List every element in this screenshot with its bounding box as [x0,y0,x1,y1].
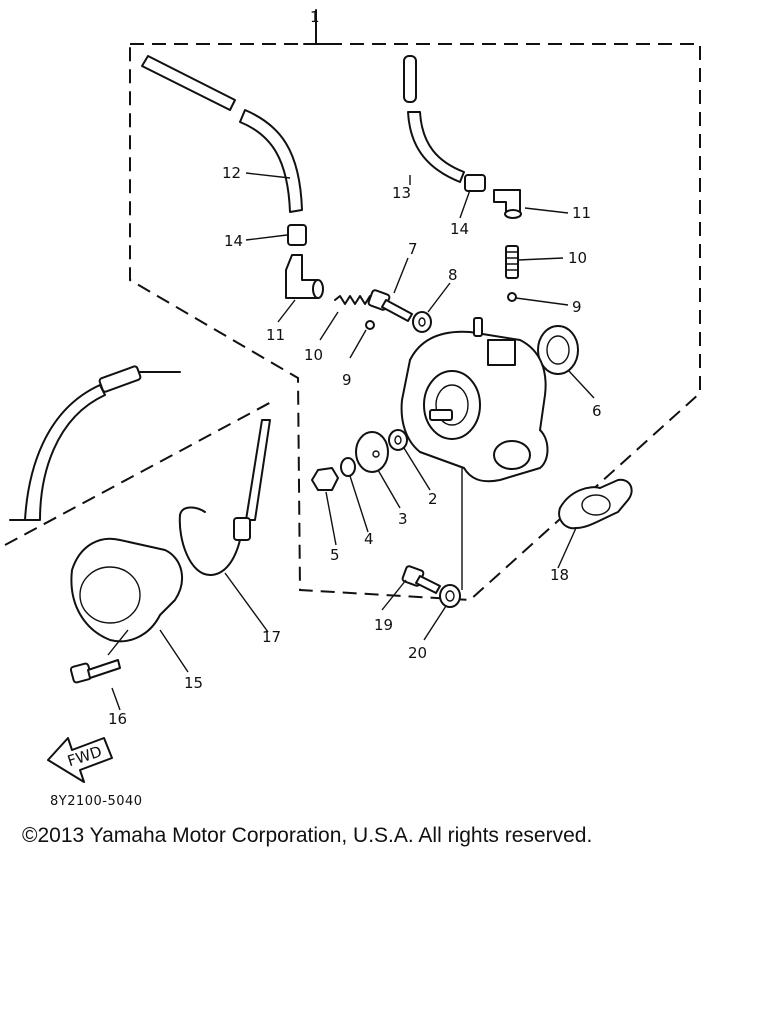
engine-boundary-line [4,399,276,546]
callout-5: 5 [330,546,340,564]
elbow-fitting-11-left [285,254,324,299]
leader-lines [107,172,595,711]
ball-9-left [365,320,375,330]
plate-3 [355,431,389,473]
callout-1: 1 [310,8,320,26]
callout-10-left: 10 [304,346,323,364]
clamp-14-right [464,174,486,192]
bolt-7 [367,289,413,322]
callout-18: 18 [550,566,569,584]
assembly-boundary [129,9,701,602]
copyright-notice: ©2013 Yamaha Motor Corporation, U.S.A. A… [22,824,593,847]
clamp-14-left [287,224,307,246]
elbow-fitting-11-right [493,189,522,219]
callout-11-right: 11 [572,204,591,222]
oil-pump-body [400,317,549,483]
callout-20: 20 [408,644,427,662]
callout-14-right: 14 [450,220,469,238]
hose-12 [141,55,303,213]
callout-10-right: 10 [568,249,587,267]
exploded-parts-diagram: FWD 1 12 14 11 7 8 10 9 [4,8,701,783]
callout-14-left: 14 [224,232,243,250]
cable-17 [178,419,271,576]
callout-19: 19 [374,616,393,634]
callout-13: 13 [392,184,411,202]
callout-7: 7 [408,240,418,258]
ball-9-right [507,292,517,302]
pump-cable [9,365,181,521]
callout-6: 6 [592,402,602,420]
nut-5 [311,467,339,491]
lock-washer-4 [340,457,356,477]
callout-8: 8 [448,266,458,284]
callout-16: 16 [108,710,127,728]
callout-15: 15 [184,674,203,692]
spring-10-right [505,245,519,279]
callout-4: 4 [364,530,374,548]
washer-8 [412,311,432,333]
drawing-code: 8Y2100-5040 [50,794,143,809]
hose-13 [403,55,465,183]
callout-12: 12 [222,164,241,182]
callout-9-left: 9 [342,371,352,389]
forward-arrow-icon: FWD [47,737,113,783]
washer-2 [388,429,408,451]
callout-17: 17 [262,628,281,646]
callout-11-left: 11 [266,326,285,344]
bolt-19 [401,565,441,594]
washer-20 [439,584,461,608]
spring-10-left [334,295,371,305]
callout-2: 2 [428,490,438,508]
callout-labels: 1 12 14 11 7 8 10 9 13 14 11 10 9 6 2 3 … [108,8,602,728]
oil-seal-6 [537,325,579,375]
callout-9-right: 9 [572,298,582,316]
bolt-16 [69,659,121,684]
callout-3: 3 [398,510,408,528]
gasket-18 [558,478,633,530]
pump-cover-15 [70,537,183,643]
